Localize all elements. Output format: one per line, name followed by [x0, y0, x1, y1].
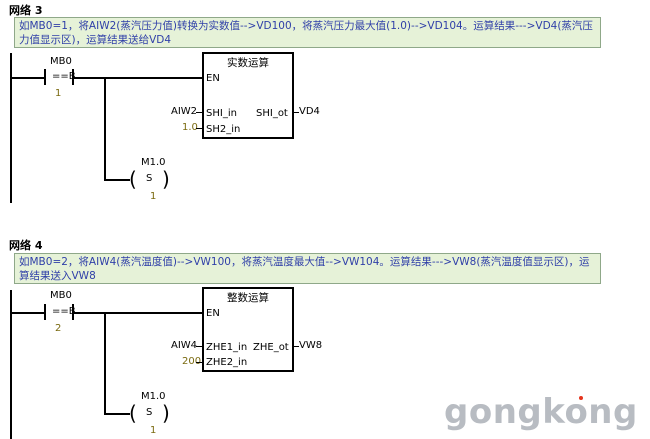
coil-value: 1 — [150, 425, 157, 436]
contact-operator: ==B — [52, 71, 76, 82]
output-operand[interactable]: VD4 — [299, 106, 320, 117]
power-rail — [10, 290, 12, 439]
input1-pin: SHI_in — [206, 108, 237, 119]
coil-address: M1.0 — [141, 157, 166, 168]
network-title: 网络 3 — [9, 4, 43, 17]
input1-operand[interactable]: AIW4 — [171, 340, 198, 351]
coil-value: 1 — [150, 191, 157, 202]
coil-right-arc: ) — [162, 401, 170, 425]
coil-type: S — [146, 407, 153, 418]
block-title: 整数运算 — [227, 292, 269, 304]
coil-left-arc: ( — [129, 401, 137, 425]
watermark-dot-icon — [579, 396, 583, 400]
en-pin: EN — [206, 73, 220, 84]
output-operand[interactable]: VW8 — [299, 340, 323, 351]
en-pin: EN — [206, 308, 220, 319]
integer-math-block[interactable]: 整数运算 EN ZHE1_in ZHE2_in ZHE_ot — [202, 287, 294, 372]
real-math-block[interactable]: 实数运算 EN SHI_in SH2_in SHI_ot — [202, 52, 294, 139]
contact-address: MB0 — [50, 290, 72, 301]
coil-address: M1.0 — [141, 391, 166, 402]
contact-operator: ==B — [52, 306, 76, 317]
contact-value: 1 — [55, 88, 62, 99]
coil-type: S — [146, 173, 153, 184]
input1-operand[interactable]: AIW2 — [171, 106, 198, 117]
input2-pin: ZHE2_in — [206, 357, 248, 368]
power-rail — [10, 53, 12, 203]
input2-operand[interactable]: 200 — [182, 356, 202, 367]
contact-address: MB0 — [50, 56, 72, 67]
coil-left-arc: ( — [129, 167, 137, 191]
input2-pin: SH2_in — [206, 124, 241, 135]
contact-value: 2 — [55, 323, 62, 334]
coil-right-arc: ) — [162, 167, 170, 191]
input1-pin: ZHE1_in — [206, 342, 248, 353]
network-title: 网络 4 — [9, 239, 43, 252]
network-comment[interactable]: 如MB0=2，将AIW4(蒸汽温度值)-->VW100，将蒸汽温度最大值-->V… — [14, 253, 601, 284]
output-pin: ZHE_ot — [253, 342, 289, 353]
input2-operand[interactable]: 1.0 — [182, 122, 198, 133]
network-comment[interactable]: 如MB0=1，将AIW2(蒸汽压力值)转换为实数值-->VD100，将蒸汽压力最… — [14, 17, 601, 48]
watermark-logo: gongkong — [444, 392, 638, 432]
output-pin: SHI_ot — [256, 108, 288, 119]
block-title: 实数运算 — [227, 57, 269, 69]
